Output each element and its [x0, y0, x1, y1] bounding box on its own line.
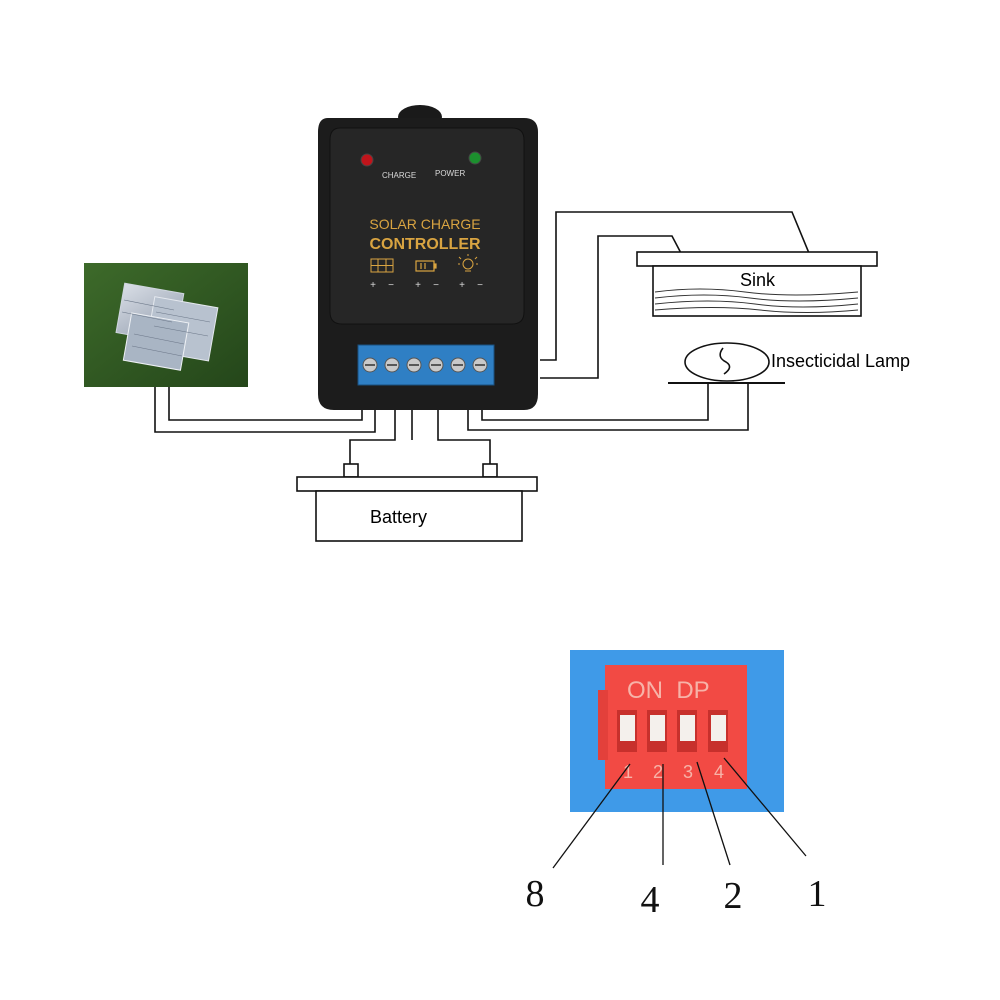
solar-panel-photo — [84, 263, 248, 387]
sink-label: Sink — [740, 270, 776, 290]
dip-switch: ON DP 1 2 3 4 8 4 2 1 — [526, 650, 827, 921]
terminal-screws — [362, 357, 488, 373]
controller-title-line2: CONTROLLER — [369, 236, 481, 253]
dip-header: ON DP — [627, 677, 710, 704]
sink: Sink — [636, 251, 878, 317]
power-led — [468, 151, 482, 165]
callout-lines — [552, 757, 807, 869]
charge-controller: CHARGE POWER SOLAR CHARGE CONTROLLER + −… — [318, 105, 538, 410]
lamp-label: Insecticidal Lamp — [771, 351, 910, 371]
switch-number: 4 — [714, 762, 724, 782]
charge-led — [360, 153, 374, 167]
power-led-label: POWER — [435, 169, 465, 178]
insecticidal-lamp: Insecticidal Lamp — [668, 342, 910, 384]
polarity-label: − — [477, 280, 483, 291]
polarity-row: + − + − + − — [370, 280, 483, 291]
switch-number: 1 — [623, 762, 633, 782]
callout-value: 1 — [808, 873, 827, 915]
polarity-label: + — [370, 280, 376, 291]
battery: Battery — [296, 463, 538, 542]
callout-value: 8 — [526, 873, 545, 915]
polarity-label: + — [459, 280, 465, 291]
callout-value: 2 — [724, 875, 743, 917]
lamp-icon — [458, 254, 478, 272]
battery-icon — [415, 260, 437, 272]
battery-label: Battery — [370, 507, 427, 527]
switch-number: 2 — [653, 762, 663, 782]
dip-sliders — [617, 710, 728, 752]
polarity-label: + — [415, 280, 421, 291]
polarity-label: − — [433, 280, 439, 291]
charge-led-label: CHARGE — [382, 171, 416, 180]
solar-panel-icon — [370, 258, 394, 273]
controller-title-line1: SOLAR CHARGE — [369, 216, 480, 232]
callout-value: 4 — [641, 879, 660, 921]
switch-number: 3 — [683, 762, 693, 782]
terminal-block — [357, 344, 495, 386]
polarity-label: − — [388, 280, 394, 291]
